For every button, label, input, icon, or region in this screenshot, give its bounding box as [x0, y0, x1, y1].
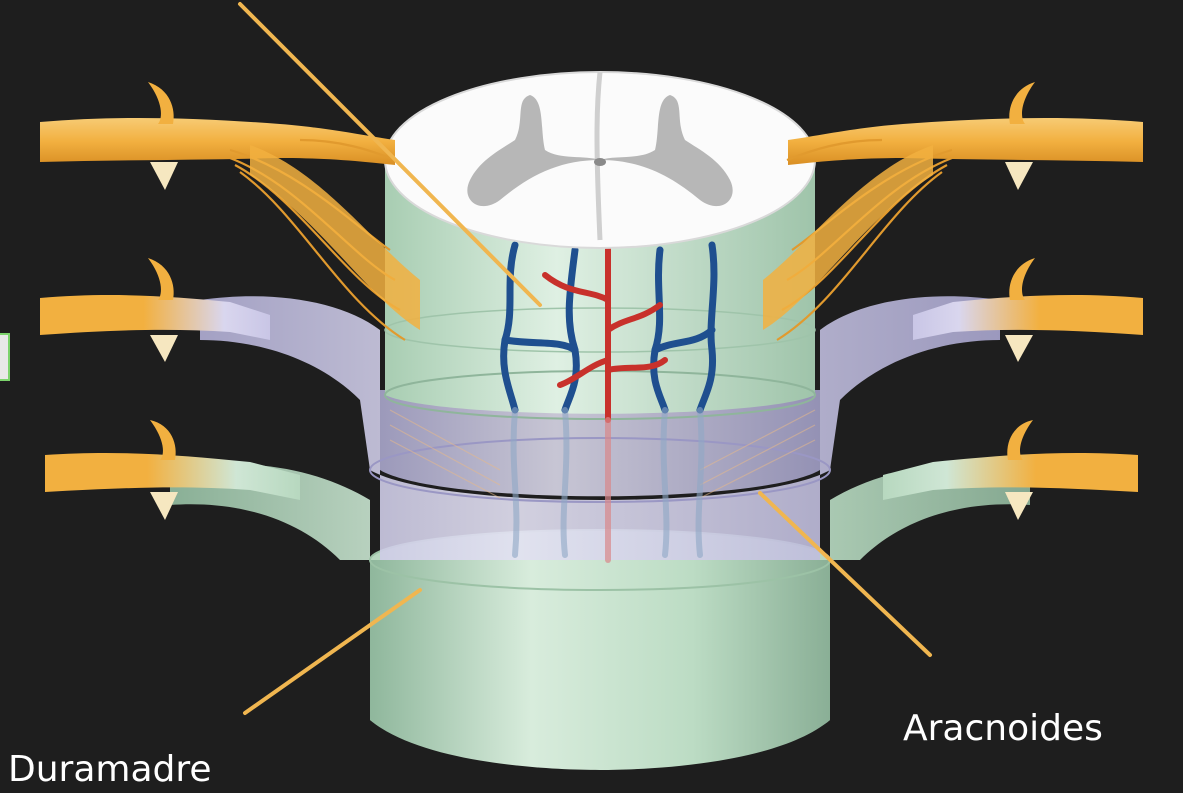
side-marker [0, 333, 10, 381]
label-duramadre: Duramadre [8, 752, 212, 788]
label-aracnoides: Aracnoides [903, 711, 1103, 747]
spinal-cord-cross-section [385, 72, 815, 248]
